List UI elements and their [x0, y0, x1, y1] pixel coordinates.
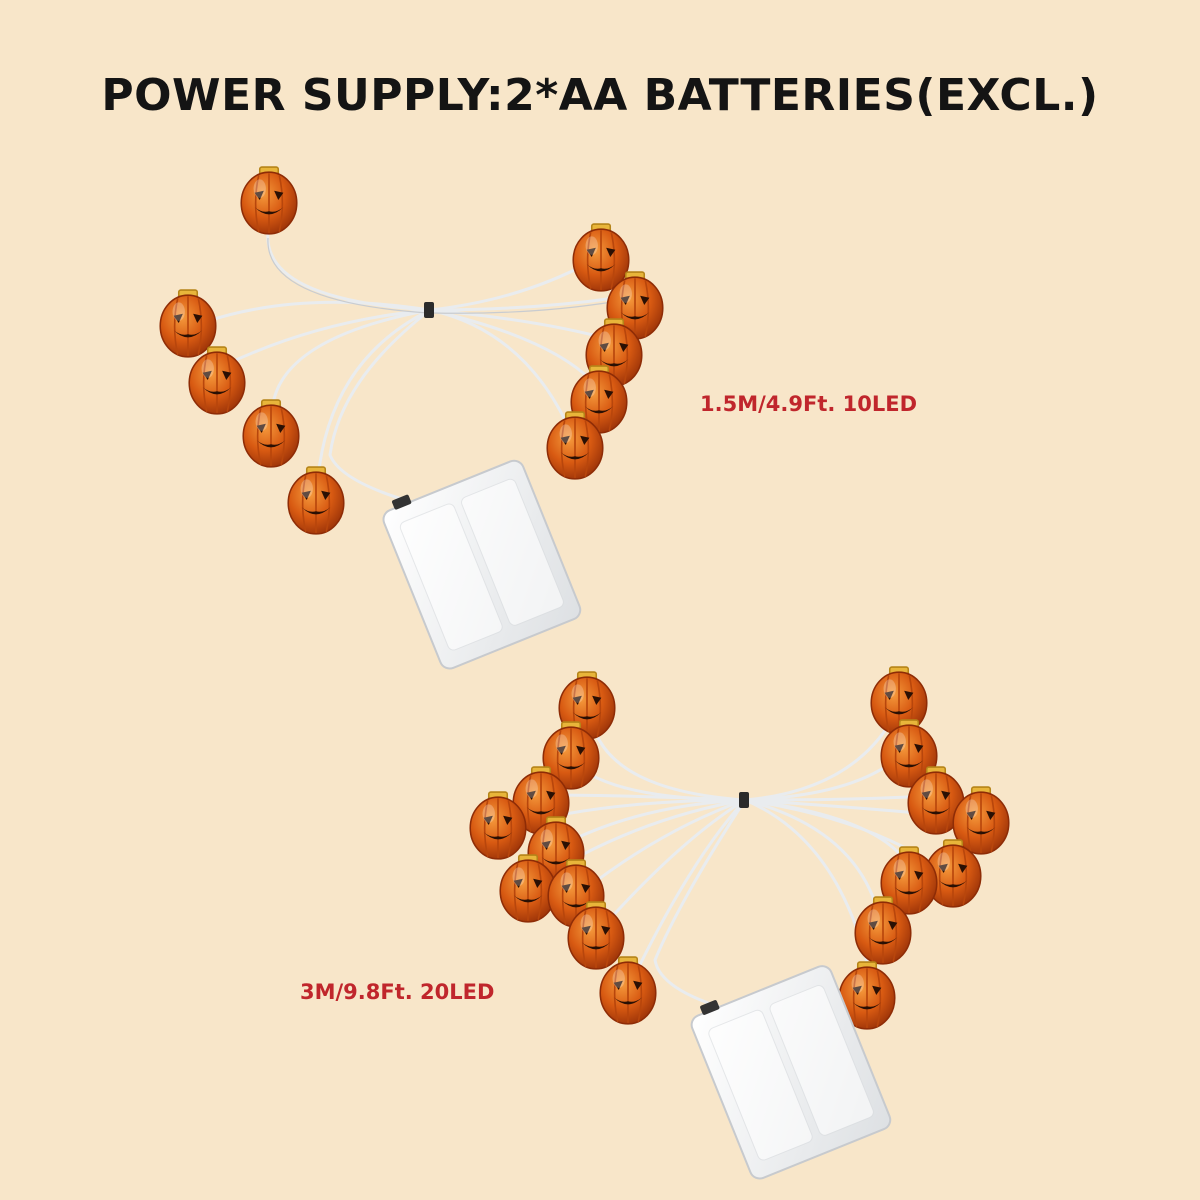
pumpkin-bulb-icon	[240, 166, 298, 235]
pumpkin-bulb-icon	[188, 346, 246, 415]
battery-box-icon	[382, 459, 582, 670]
string-lights-20led	[469, 666, 1010, 1180]
pumpkin-bulb-icon	[599, 956, 657, 1025]
battery-box-icon	[690, 965, 892, 1180]
pumpkin-bulb-icon	[287, 466, 345, 535]
page-title: POWER SUPPLY:2*AA BATTERIES(EXCL.)	[101, 70, 1099, 121]
length-label-10led: 1.5M/4.9Ft. 10LED	[700, 392, 918, 416]
string-lights-10led	[159, 166, 664, 670]
pumpkin-bulb-icon	[242, 399, 300, 468]
pumpkin-bulb-icon	[159, 289, 217, 358]
length-label-20led: 3M/9.8Ft. 20LED	[300, 980, 495, 1004]
